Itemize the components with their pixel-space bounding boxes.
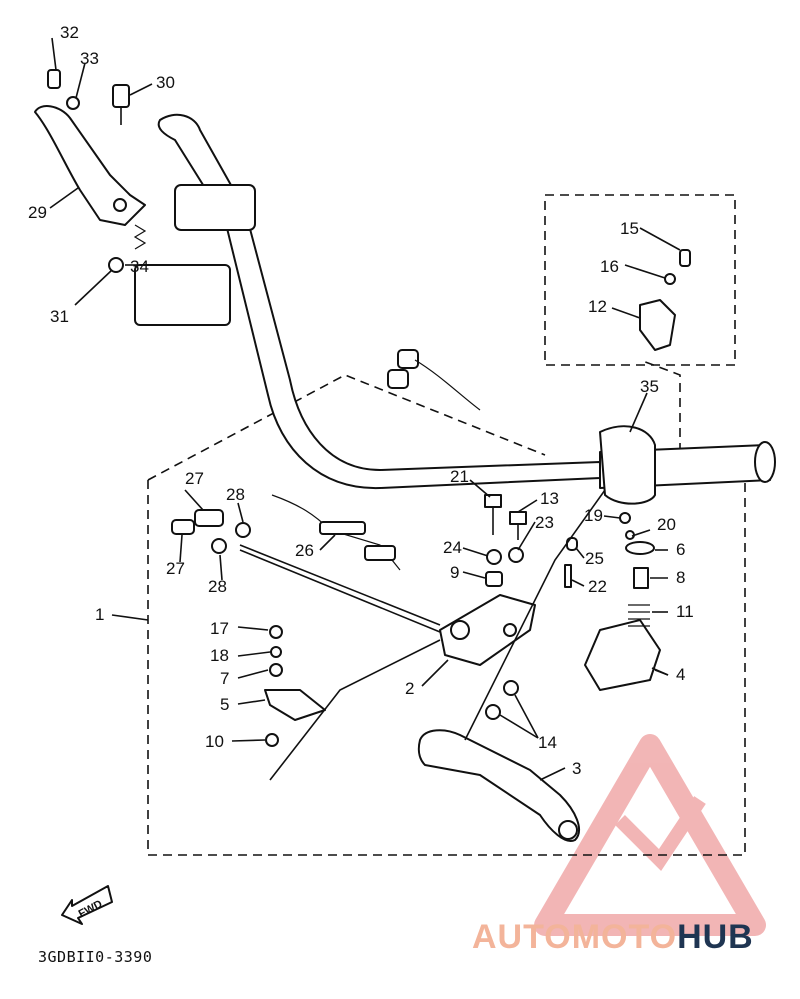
- callout-18: 18: [210, 646, 229, 665]
- callout-35: 35: [640, 377, 659, 396]
- callout-15: 15: [620, 219, 639, 238]
- callout-22: 22: [588, 577, 607, 596]
- leader-lines: [49, 37, 681, 781]
- callout-10: 10: [205, 732, 224, 751]
- callout-1: 1: [95, 605, 104, 624]
- callout-27a: 27: [185, 469, 204, 488]
- reference-code: 3GDBII0-3390: [38, 948, 153, 966]
- watermark-logo-icon: [534, 734, 766, 936]
- callout-5: 5: [220, 695, 229, 714]
- brand-part-1: AUTOMOTO: [472, 918, 678, 956]
- callout-12: 12: [588, 297, 607, 316]
- handlebar-tube: [134, 113, 776, 505]
- callout-19: 19: [584, 506, 603, 525]
- callout-14: 14: [538, 733, 557, 752]
- callout-13: 13: [540, 489, 559, 508]
- callout-labels: 32 33 30 29 34 31 15 16 12 35 21 13 23 2…: [28, 23, 694, 778]
- callout-20: 20: [657, 515, 676, 534]
- callout-6: 6: [676, 540, 685, 559]
- callout-2: 2: [405, 679, 414, 698]
- brand-wordmark: AUTOMOTOHUB: [472, 918, 754, 957]
- callout-34: 34: [130, 257, 149, 276]
- callout-28b: 28: [208, 577, 227, 596]
- callout-3: 3: [572, 759, 581, 778]
- callout-30: 30: [156, 73, 175, 92]
- brand-part-2: HUB: [677, 918, 754, 956]
- cable-and-wiring: [171, 349, 481, 633]
- callout-26: 26: [295, 541, 314, 560]
- callout-32: 32: [60, 23, 79, 42]
- callout-27b: 27: [166, 559, 185, 578]
- callout-21: 21: [450, 467, 469, 486]
- callout-17: 17: [210, 619, 229, 638]
- master-cylinder: [264, 299, 676, 721]
- fwd-arrow-icon: FWD: [61, 885, 113, 925]
- callout-29: 29: [28, 203, 47, 222]
- callout-25: 25: [585, 549, 604, 568]
- callout-4: 4: [676, 665, 685, 684]
- left-fasteners: [47, 69, 147, 273]
- callout-9: 9: [450, 563, 459, 582]
- callout-23: 23: [535, 513, 554, 532]
- callout-8: 8: [676, 568, 685, 587]
- callout-28a: 28: [226, 485, 245, 504]
- callout-24: 24: [443, 538, 462, 557]
- callout-31: 31: [50, 307, 69, 326]
- callout-33: 33: [80, 49, 99, 68]
- callout-16: 16: [600, 257, 619, 276]
- brake-lever: [417, 729, 580, 842]
- clutch-lever: [34, 105, 146, 226]
- hardware: [265, 249, 691, 747]
- callout-7: 7: [220, 669, 229, 688]
- callout-11: 11: [676, 602, 694, 621]
